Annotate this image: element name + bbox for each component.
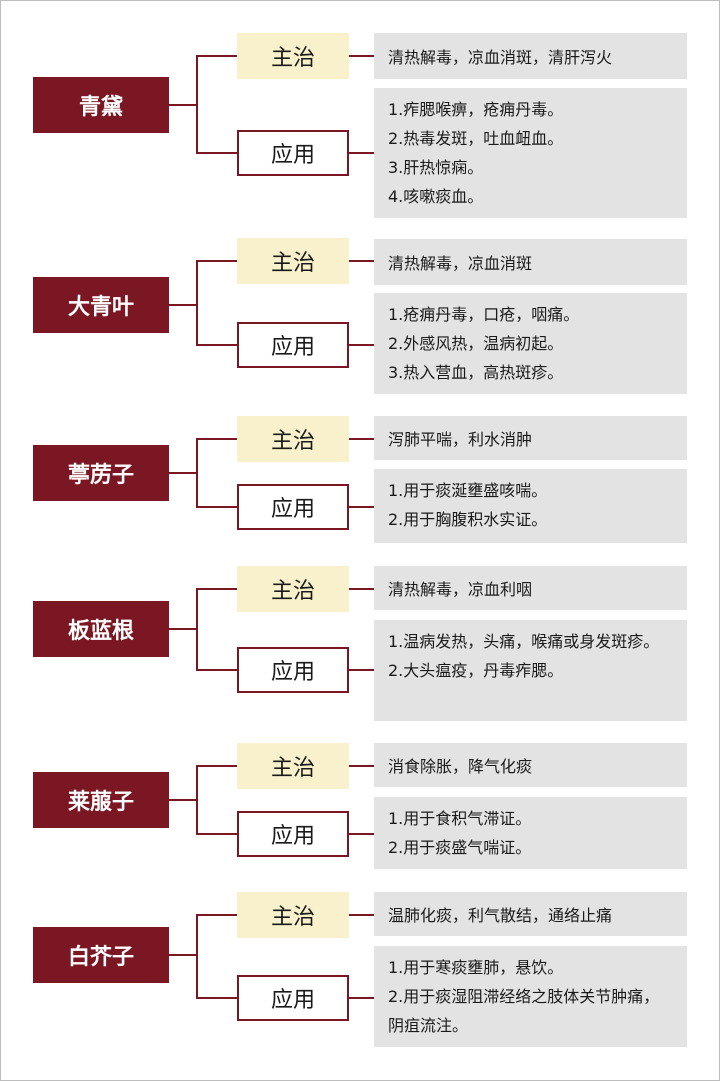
zhuzhi-label: 主治	[237, 566, 349, 612]
connector-line	[349, 55, 374, 57]
yingyong-item: 1.用于痰涎壅盛咳喘。	[388, 481, 548, 500]
yingyong-item: 2.用于痰盛气喘证。	[388, 838, 532, 857]
zhuzhi-description: 温肺化痰，利气散结，通络止痛	[374, 892, 687, 936]
herb-name-box: 大青叶	[33, 277, 169, 333]
connector-line	[196, 997, 237, 999]
yingyong-description: 1.用于食积气滞证。 2.用于痰盛气喘证。	[374, 797, 687, 869]
zhuzhi-description: 清热解毒，凉血消斑，清肝泻火	[374, 33, 687, 79]
connector-line	[169, 104, 197, 106]
connector-line	[349, 997, 374, 999]
zhuzhi-description: 泻肺平喘，利水消肿	[374, 416, 687, 460]
connector-line	[349, 506, 374, 508]
yingyong-item: 1.用于食积气滞证。	[388, 809, 532, 828]
herb-name-box: 葶苈子	[33, 445, 169, 501]
yingyong-item: 3.肝热惊痫。	[388, 158, 484, 177]
yingyong-item: 4.咳嗽痰血。	[388, 187, 484, 206]
zhuzhi-label: 主治	[237, 238, 349, 284]
yingyong-label: 应用	[237, 647, 349, 693]
connector-line	[196, 669, 237, 671]
yingyong-label: 应用	[237, 484, 349, 530]
connector-line	[196, 765, 198, 835]
connector-line	[196, 152, 237, 154]
connector-line	[349, 152, 374, 154]
yingyong-label: 应用	[237, 975, 349, 1021]
yingyong-label: 应用	[237, 130, 349, 176]
connector-line	[349, 588, 374, 590]
yingyong-item: 2.热毒发斑，吐血衄血。	[388, 129, 564, 148]
connector-line	[349, 260, 374, 262]
yingyong-item: 2.大头瘟疫，丹毒痄腮。	[388, 661, 564, 680]
connector-line	[196, 588, 198, 671]
zhuzhi-label: 主治	[237, 33, 349, 79]
connector-line	[349, 344, 374, 346]
connector-line	[196, 914, 237, 916]
zhuzhi-description: 消食除胀，降气化痰	[374, 743, 687, 787]
yingyong-description: 1.温病发热，头痛，喉痛或身发斑疹。 2.大头瘟疫，丹毒痄腮。	[374, 620, 687, 721]
connector-line	[196, 914, 198, 999]
zhuzhi-description: 清热解毒，凉血消斑	[374, 239, 687, 285]
connector-line	[349, 438, 374, 440]
yingyong-description: 1.痄腮喉痹，疮痈丹毒。 2.热毒发斑，吐血衄血。 3.肝热惊痫。 4.咳嗽痰血。	[374, 88, 687, 218]
connector-line	[169, 304, 197, 306]
yingyong-label: 应用	[237, 322, 349, 368]
yingyong-item: 2.用于痰湿阻滞经络之肢体关节肿痛，阴疽流注。	[388, 987, 660, 1035]
yingyong-item: 1.温病发热，头痛，喉痛或身发斑疹。	[388, 632, 660, 651]
connector-line	[196, 260, 237, 262]
yingyong-item: 1.痄腮喉痹，疮痈丹毒。	[388, 100, 564, 119]
yingyong-description: 1.用于寒痰壅肺，悬饮。 2.用于痰湿阻滞经络之肢体关节肿痛，阴疽流注。	[374, 946, 687, 1047]
connector-line	[169, 954, 197, 956]
yingyong-item: 1.用于寒痰壅肺，悬饮。	[388, 958, 564, 977]
zhuzhi-label: 主治	[237, 416, 349, 462]
connector-line	[349, 669, 374, 671]
connector-line	[196, 506, 237, 508]
connector-line	[196, 438, 237, 440]
connector-line	[349, 833, 374, 835]
yingyong-item: 3.热入营血，高热斑疹。	[388, 363, 564, 382]
herb-name-box: 青黛	[33, 77, 169, 133]
connector-line	[169, 799, 197, 801]
herb-name-box: 白芥子	[33, 927, 169, 983]
connector-line	[196, 260, 198, 346]
yingyong-item: 2.用于胸腹积水实证。	[388, 510, 548, 529]
yingyong-item: 2.外感风热，温病初起。	[388, 334, 564, 353]
connector-line	[196, 438, 198, 508]
herb-name-box: 莱菔子	[33, 772, 169, 828]
yingyong-description: 1.用于痰涎壅盛咳喘。 2.用于胸腹积水实证。	[374, 469, 687, 543]
connector-line	[169, 472, 197, 474]
herb-name-box: 板蓝根	[33, 601, 169, 657]
zhuzhi-description: 清热解毒，凉血利咽	[374, 566, 687, 610]
zhuzhi-label: 主治	[237, 743, 349, 789]
connector-line	[196, 344, 237, 346]
connector-line	[349, 765, 374, 767]
connector-line	[169, 628, 197, 630]
connector-line	[349, 914, 374, 916]
connector-line	[196, 588, 237, 590]
connector-line	[196, 765, 237, 767]
connector-line	[196, 55, 237, 57]
zhuzhi-label: 主治	[237, 892, 349, 938]
yingyong-description: 1.疮痈丹毒，口疮，咽痛。 2.外感风热，温病初起。 3.热入营血，高热斑疹。	[374, 293, 687, 394]
connector-line	[196, 833, 237, 835]
yingyong-item: 1.疮痈丹毒，口疮，咽痛。	[388, 305, 580, 324]
connector-line	[196, 55, 198, 154]
yingyong-label: 应用	[237, 811, 349, 857]
